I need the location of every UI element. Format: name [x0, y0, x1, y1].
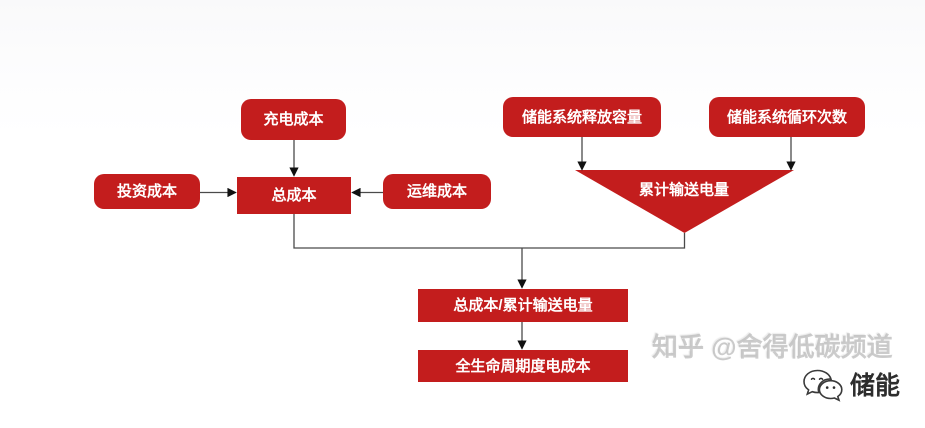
node-cycle-count: 储能系统循环次数 — [709, 97, 865, 137]
node-om-cost: 运维成本 — [383, 174, 491, 209]
wechat-badge: 储能 — [801, 367, 900, 405]
junction-bus-line — [293, 214, 686, 249]
triangle-cumulative-energy — [575, 170, 794, 233]
node-total-cost: 总成本 — [237, 177, 351, 214]
node-charging-cost: 充电成本 — [241, 99, 346, 140]
zhihu-watermark: 知乎 @舍得低碳频道 — [652, 332, 893, 362]
wechat-badge-label: 储能 — [850, 371, 901, 400]
triangle-label-cumulative-energy: 累计输送电量 — [638, 181, 730, 199]
wechat-icon — [803, 369, 843, 402]
node-released-capacity: 储能系统释放容量 — [503, 97, 661, 137]
node-lcoe: 全生命周期度电成本 — [418, 350, 628, 382]
node-cost-per-energy: 总成本/累计输送电量 — [418, 289, 628, 322]
node-investment-cost: 投资成本 — [94, 174, 200, 209]
